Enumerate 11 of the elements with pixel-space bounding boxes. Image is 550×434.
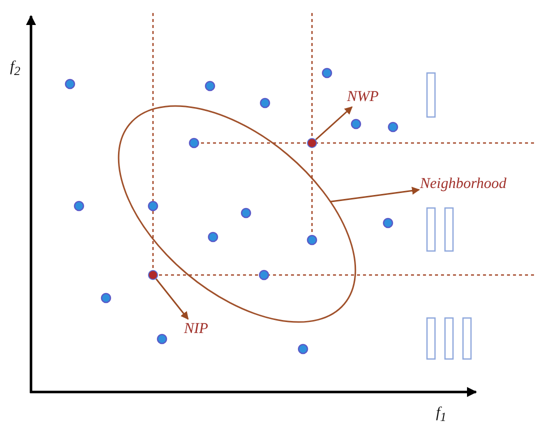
annotation-label: NIP [184, 320, 208, 338]
axis-label: f$_{1}$ [436, 404, 446, 426]
annotation-label: Neighborhood [420, 175, 506, 193]
highlighted-point [307, 138, 317, 148]
arrow [330, 186, 420, 202]
axis-label: f$_{2}$ [10, 58, 20, 80]
annotation-label: NWP [347, 88, 379, 106]
neighborhood-ellipse [118, 105, 356, 323]
arrow [315, 106, 353, 140]
arrow [156, 278, 189, 320]
highlighted-point [148, 270, 158, 280]
